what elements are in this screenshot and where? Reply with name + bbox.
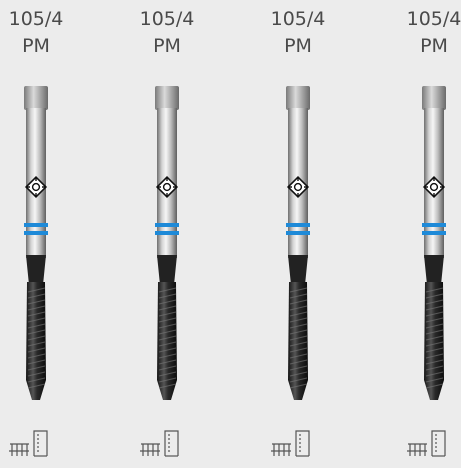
bore-symbol-icon [295, 430, 310, 457]
thread-form-symbol-icon [140, 443, 160, 456]
tool-label: 105/4 PM [399, 6, 461, 60]
application-symbols [140, 430, 179, 457]
tap-illustration [422, 86, 446, 400]
thread-body [288, 282, 308, 400]
thread-form-symbol-icon [9, 443, 29, 456]
bore-symbol-icon [164, 430, 179, 457]
tool-code: 105/4 [406, 8, 461, 30]
coating-stripe [422, 223, 446, 227]
neck [157, 255, 177, 285]
thread-lines [425, 287, 444, 389]
thread-body [26, 282, 46, 400]
diamond-c-logo-icon [24, 175, 48, 199]
coating-stripe [155, 231, 179, 235]
tap-illustration [155, 86, 179, 400]
thread-lines [27, 287, 46, 389]
bore-symbol-icon [431, 430, 446, 457]
tool-code: 105/4 [270, 8, 326, 30]
tool-code: 105/4 [8, 8, 64, 30]
tool-card: 105/4 PM [1, 0, 71, 468]
thread-form-symbol-icon [271, 443, 291, 456]
tool-grade: PM [284, 35, 312, 57]
tap-illustration [24, 86, 48, 400]
diamond-c-logo-icon [286, 175, 310, 199]
thread-body [157, 282, 177, 400]
coating-stripe [24, 223, 48, 227]
tool-card: 105/4 PM [399, 0, 461, 468]
thread-lines [158, 287, 177, 389]
tool-label: 105/4 PM [1, 6, 71, 60]
coating-stripe [24, 231, 48, 235]
tool-grade: PM [420, 35, 448, 57]
tool-card: 105/4 PM [132, 0, 202, 468]
bore-symbol-icon [33, 430, 48, 457]
application-symbols [9, 430, 48, 457]
diamond-c-logo-icon [422, 175, 446, 199]
tool-label: 105/4 PM [132, 6, 202, 60]
coating-stripe [422, 231, 446, 235]
tool-grade: PM [153, 35, 181, 57]
diamond-c-logo-icon [155, 175, 179, 199]
square-drive [422, 86, 446, 110]
thread-form-symbol-icon [407, 443, 427, 456]
coating-stripe [155, 223, 179, 227]
neck [26, 255, 46, 285]
thread-lines [289, 287, 308, 389]
coating-stripe [286, 231, 310, 235]
square-drive [155, 86, 179, 110]
tool-label: 105/4 PM [263, 6, 333, 60]
tap-illustration [286, 86, 310, 400]
thread-body [424, 282, 444, 400]
coating-stripe [286, 223, 310, 227]
application-symbols [407, 430, 446, 457]
tool-code: 105/4 [139, 8, 195, 30]
square-drive [24, 86, 48, 110]
square-drive [286, 86, 310, 110]
neck [424, 255, 444, 285]
application-symbols [271, 430, 310, 457]
neck [288, 255, 308, 285]
tool-grade: PM [22, 35, 50, 57]
tool-card: 105/4 PM [263, 0, 333, 468]
